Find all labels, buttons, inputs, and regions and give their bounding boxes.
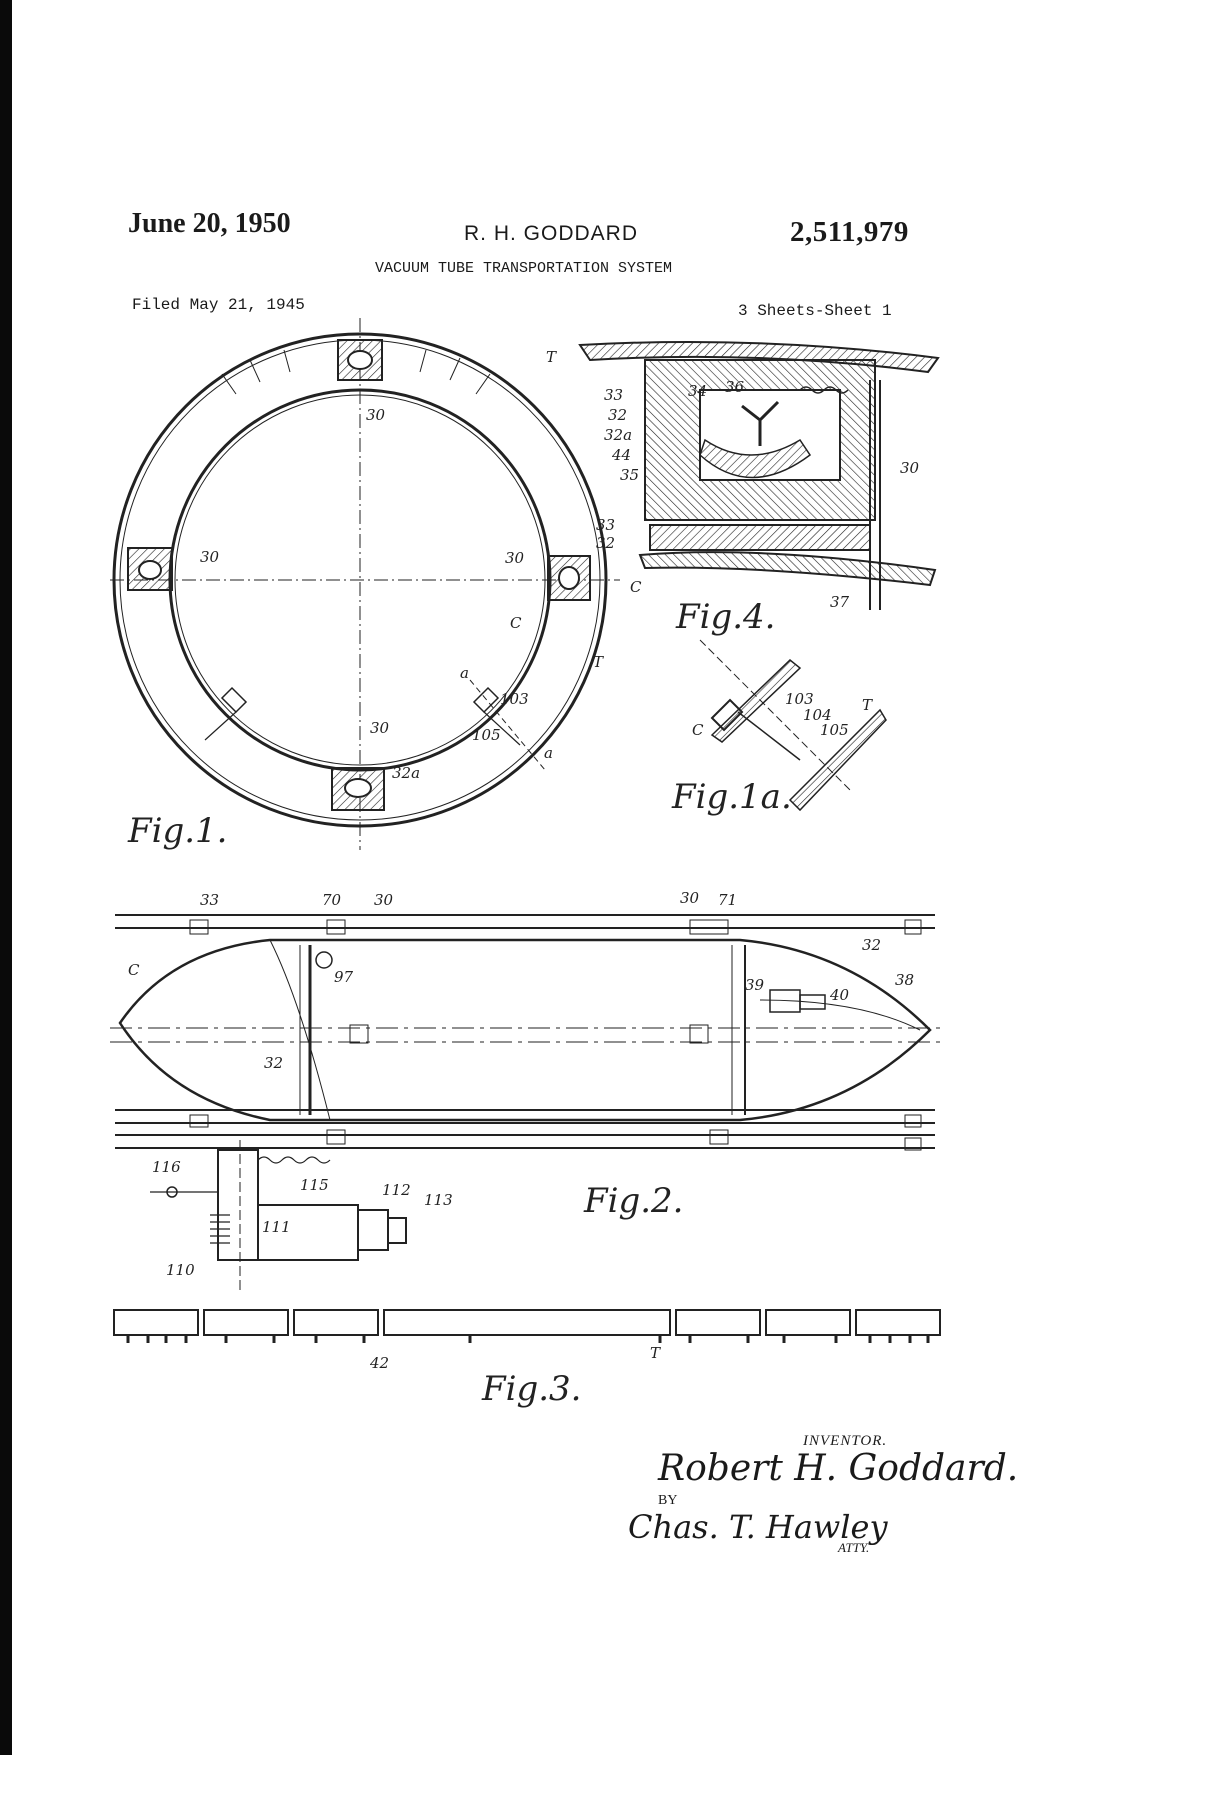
label-39: 39 [745, 976, 765, 994]
label-30: 30 [366, 406, 386, 424]
figure-2-caption: Fig.2. [583, 1181, 683, 1221]
label-a: a [544, 744, 553, 762]
label-32: 32 [264, 1054, 283, 1072]
inventor-name: R. H. GODDARD [464, 222, 639, 245]
label-C: C [630, 578, 642, 596]
label-105: 105 [472, 726, 501, 744]
rail-block-bottom [331, 767, 385, 811]
by-label: BY [658, 1493, 678, 1508]
rail-block-right [547, 555, 591, 601]
label-40: 40 [829, 986, 850, 1004]
label-34: 34 [688, 382, 707, 400]
rail-block-top [337, 339, 383, 381]
label-115: 115 [300, 1176, 329, 1194]
label-71: 71 [718, 891, 737, 909]
label-105: 105 [820, 721, 849, 739]
label-32a: 32a [392, 764, 420, 782]
label-C: C [510, 614, 522, 632]
inventor-signature: Robert H. Goddard. [658, 1448, 1019, 1489]
figure-1a-caption: Fig.1a. [671, 777, 792, 817]
patent-date: June 20, 1950 [128, 208, 291, 239]
figure-1-cross-section [110, 318, 620, 850]
label-97: 97 [334, 968, 354, 986]
label-T: T [650, 1344, 661, 1362]
label-T: T [862, 696, 873, 714]
label-110: 110 [166, 1261, 195, 1279]
scan-edge-bar [0, 0, 12, 1755]
label-35: 35 [620, 466, 639, 484]
figure-1a-detail [699, 639, 887, 812]
label-32: 32 [596, 534, 615, 552]
label-30: 30 [680, 889, 700, 907]
figure-3-caption: Fig.3. [481, 1369, 581, 1409]
label-112: 112 [382, 1181, 411, 1199]
label-C: C [692, 721, 704, 739]
label-116: 116 [152, 1158, 181, 1176]
label-111: 111 [262, 1218, 291, 1236]
label-T: T [593, 653, 604, 671]
label-38: 38 [895, 971, 914, 989]
label-30: 30 [900, 459, 920, 477]
figure-1-labels: 30 30 30 33 32 C T 103 105 a a 30 32a Fi… [127, 406, 615, 851]
label-a: a [460, 664, 469, 682]
label-30: 30 [374, 891, 394, 909]
figure-2-actuator [150, 1140, 407, 1290]
label-30: 30 [200, 548, 220, 566]
inventor-caption: INVENTOR. [803, 1433, 888, 1449]
label-113: 113 [424, 1191, 453, 1209]
figure-1a-labels: 103 104 105 T C Fig.1a. [671, 690, 873, 817]
figure-4-labels: T 33 32 32a 44 35 34 36 30 C 37 Fig.4. [546, 348, 920, 637]
label-30: 30 [370, 719, 390, 737]
label-T: T [546, 348, 557, 366]
label-37: 37 [830, 593, 850, 611]
figure-3-labels: 42 T Fig.3. [369, 1344, 661, 1409]
label-32a: 32a [604, 426, 632, 444]
label-32: 32 [608, 406, 627, 424]
figure-2-side-view [110, 914, 940, 1151]
patent-number: 2,511,979 [790, 216, 909, 248]
label-103: 103 [500, 690, 529, 708]
label-33: 33 [200, 891, 219, 909]
attorney-label: ATTY. [838, 1540, 870, 1555]
figure-4-detail [578, 340, 940, 610]
label-30: 30 [505, 549, 525, 567]
label-104: 104 [803, 706, 832, 724]
figure-4-caption: Fig.4. [675, 597, 775, 637]
label-33: 33 [604, 386, 623, 404]
label-33: 33 [596, 516, 615, 534]
sheet-count: 3 Sheets-Sheet 1 [738, 302, 892, 320]
label-44: 44 [611, 446, 631, 464]
label-103: 103 [785, 690, 814, 708]
label-32: 32 [862, 936, 881, 954]
label-36: 36 [725, 378, 745, 396]
label-42: 42 [369, 1354, 389, 1372]
figure-1-caption: Fig.1. [127, 811, 227, 851]
filed-date: Filed May 21, 1945 [132, 296, 305, 314]
label-C: C [128, 961, 140, 979]
figure-2-labels: 33 70 30 30 71 32 C 97 39 40 38 32 116 1… [128, 889, 914, 1279]
patent-title: VACUUM TUBE TRANSPORTATION SYSTEM [375, 260, 673, 277]
rail-block-left [127, 547, 173, 591]
label-70: 70 [322, 891, 342, 909]
attorney-signature: Chas. T. Hawley [628, 1508, 888, 1546]
figure-3-track [113, 1309, 941, 1343]
